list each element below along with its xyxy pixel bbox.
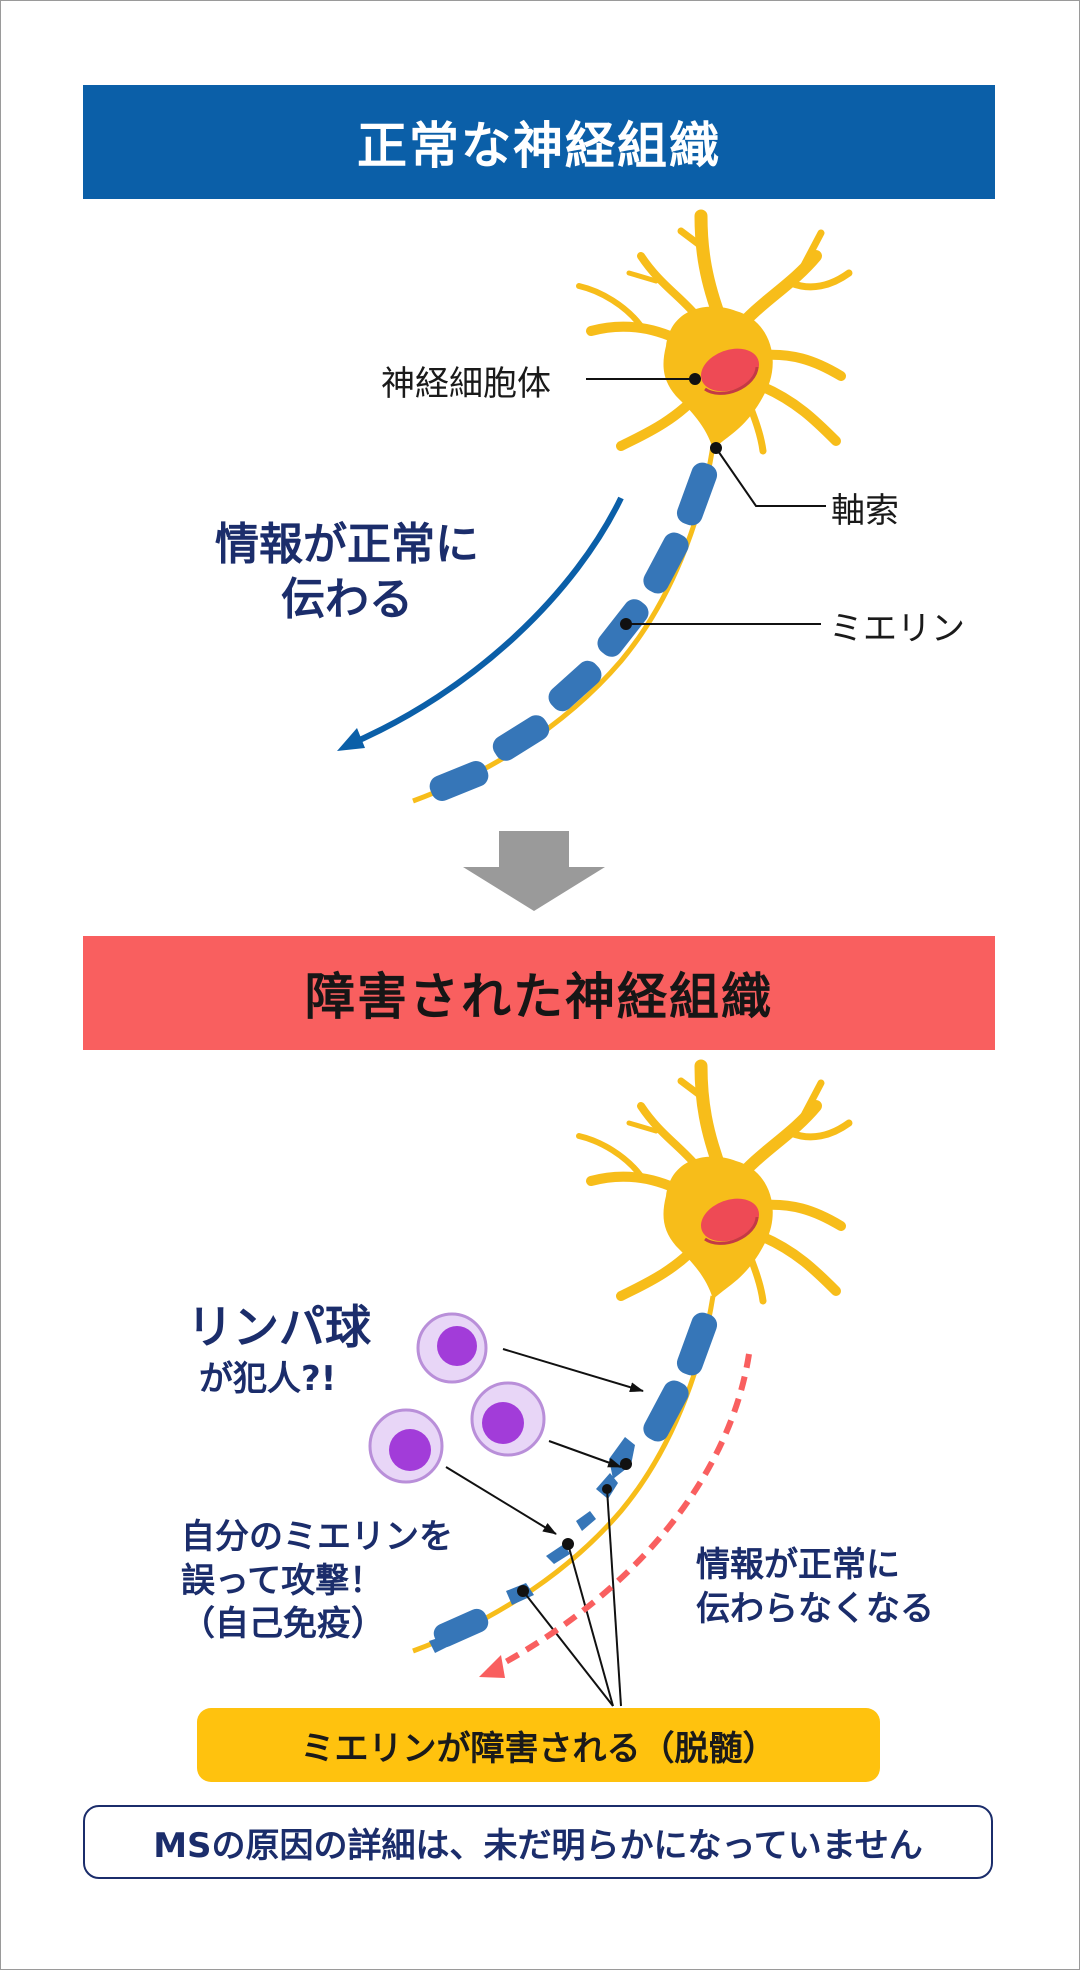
axon-label: 軸索 [831,491,899,531]
normal-myelin-segments [429,462,718,801]
normal-tissue-banner: 正常な神経組織 [83,85,995,199]
normal-info-line-1: 情報が正常に [215,519,479,570]
damaged-neuron-body [579,1066,849,1301]
normal-info-line-2: 伝わる [281,574,413,625]
damaged-tissue-banner: 障害された神経組織 [83,936,995,1050]
autoimmune-line-2: 誤って攻撃！ [181,1560,384,1601]
normal-info-text: 情報が正常に 伝わる [197,517,497,627]
damage-markers [517,1458,632,1597]
damaged-info-line-1: 情報が正常に [696,1545,900,1585]
transition-arrow [463,831,605,911]
damaged-signal-arrow [487,1353,752,1674]
lymphocyte-cells [368,1312,546,1484]
autoimmune-line-3: （自己免疫） [181,1604,385,1645]
lymphocyte-title: リンパ球 [187,1300,371,1354]
normal-neuron-body [579,216,849,451]
cell-body-label: 神経細胞体 [381,364,551,404]
autoimmune-text: 自分のミエリンを 誤って攻撃！ （自己免疫） [181,1516,453,1647]
demyelination-badge: ミエリンが障害される（脱髄） [197,1708,880,1782]
damaged-info-line-2: 伝わらなくなる [696,1589,934,1630]
lymphocyte-subtitle: が犯人?! [199,1359,337,1399]
damaged-info-text: 情報が正常に 伝わらなくなる [696,1543,934,1631]
damaged-myelin-segments [429,1312,718,1653]
footer-note: MSの原因の詳細は、未だ明らかになっていません [83,1805,993,1879]
normal-signal-arrow [344,496,624,749]
autoimmune-line-1: 自分のミエリンを [181,1517,453,1557]
myelin-label: ミエリン [829,609,965,649]
